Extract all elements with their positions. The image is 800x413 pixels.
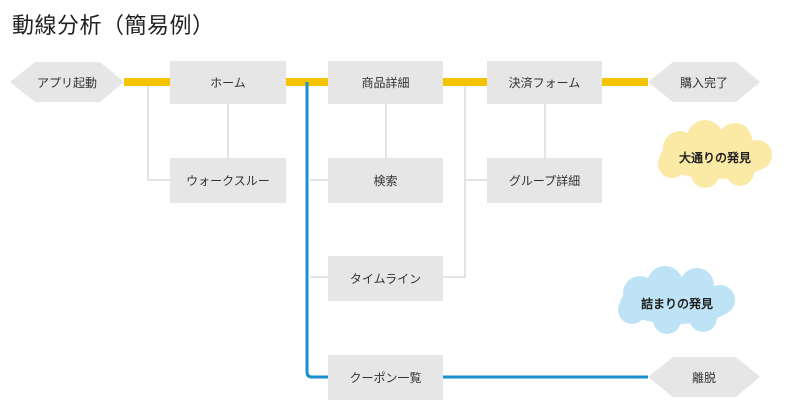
- walkthrough-node: ウォークスルー: [170, 158, 286, 203]
- main-route-cloud-shape: [658, 120, 772, 188]
- bottleneck-cloud-shape: [618, 266, 735, 334]
- connector-timeline-trunk: [443, 82, 466, 278]
- exit-diamond: [648, 357, 760, 397]
- connector-start-walkthrough: [147, 82, 170, 181]
- start-diamond: [10, 62, 124, 102]
- purchase-complete-diamond: [648, 62, 760, 102]
- group-detail-node: グループ詳細: [487, 158, 602, 203]
- search-node: 検索: [328, 158, 443, 203]
- coupon-list-node: クーポン一覧: [328, 355, 443, 400]
- product-detail-node: 商品詳細: [328, 61, 443, 104]
- purchase-complete-label: 購入完了: [679, 75, 728, 90]
- page-title: 動線分析（簡易例）: [12, 14, 215, 39]
- main-route-callout: 大通りの発見: [678, 150, 751, 165]
- exit-label: 離脱: [691, 370, 716, 385]
- start-label: アプリ起動: [36, 75, 97, 90]
- timeline-node: タイムライン: [328, 256, 443, 301]
- exit-flow-line: [305, 82, 648, 379]
- home-node: ホーム: [170, 61, 286, 104]
- bottleneck-callout: 詰まりの発見: [640, 296, 713, 311]
- payment-form-node: 決済フォーム: [487, 61, 602, 104]
